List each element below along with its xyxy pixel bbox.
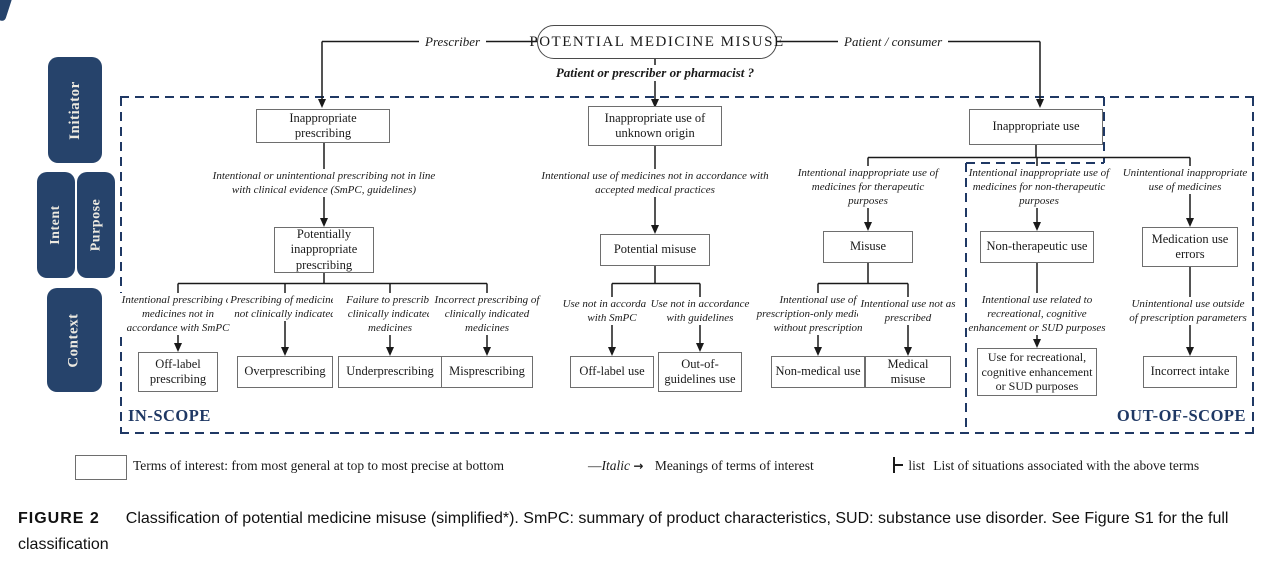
term-inappropriate-use: Inappropriate use [969,109,1103,145]
meaning-out-of-guidelines-use: Use not in accordance with guidelines [646,297,754,326]
meaning-off-label-prescribing: Intentional prescribing of medicines not… [118,293,238,336]
meaning-medical-misuse: Intentional use not as prescribed [858,297,958,326]
meaning-recreational-use: Intentional use related to recreational,… [968,293,1106,336]
sidebar-item-context: Context [47,288,102,392]
term-misprescribing: Misprescribing [441,356,533,388]
figure-caption-text: Classification of potential medicine mis… [18,510,1229,554]
in-scope-label: IN-SCOPE [128,406,211,425]
term-inappropriate-prescribing: Inappropriate prescribing [256,109,390,143]
figure-caption-tag: FIGURE 2 [18,510,100,527]
term-potentially-inappropriate-prescribing: Potentially inappropriate prescribing [274,227,374,273]
legend-italic-word: Italic [601,458,631,473]
term-incorrect-intake: Incorrect intake [1143,356,1237,388]
arrow-icon: → [633,459,644,473]
meaning-unknown-origin: Intentional use of medicines not in acco… [535,169,775,198]
legend-list-item: list List of situations associated with … [893,457,1199,474]
meaning-incorrect-intake: Unintentional use outside of prescriptio… [1126,297,1250,326]
root-node-label: POTENTIAL MEDICINE MISUSE [529,33,785,50]
term-underprescribing: Underprescribing [338,356,442,388]
list-tick-icon [893,457,903,473]
dash-icon: — [588,458,602,473]
out-of-scope-label: OUT-OF-SCOPE [1116,406,1246,425]
term-inappropriate-use-unknown-origin: Inappropriate use of unknown origin [588,106,722,146]
term-off-label-use: Off-label use [570,356,654,388]
term-misuse: Misuse [823,231,913,263]
meaning-therapeutic-purposes: Intentional inappropriate use of medicin… [793,166,943,209]
legend-term-box-sample [75,455,127,480]
term-medication-use-errors: Medication use errors [1142,227,1238,267]
sidebar-label: Context [65,312,82,368]
page-corner-artifact [0,0,13,22]
meaning-non-therapeutic-purposes: Intentional inappropriate use of medicin… [967,166,1111,209]
term-non-therapeutic-use: Non-therapeutic use [980,231,1094,263]
term-medical-misuse: Medical misuse [865,356,951,388]
branch-label-prescriber: Prescriber [419,34,487,50]
legend-list-label: List of situations associated with the a… [933,458,1200,473]
meaning-misprescribing: Incorrect prescribing of clinically indi… [429,293,545,336]
legend-term-box-label: Terms of interest: from most general at … [133,458,504,473]
term-potential-misuse: Potential misuse [600,234,710,266]
initiator-question: Patient or prescriber or pharmacist ? [525,65,785,81]
legend-list-word: list [908,458,925,473]
sidebar-label: Purpose [88,198,103,252]
meaning-inappropriate-prescribing: Intentional or unintentional prescribing… [204,169,444,198]
legend-italic-label: Meanings of terms of interest [654,458,814,473]
sidebar-item-purpose: Purpose [77,172,115,278]
sidebar-item-intent: Intent [37,172,75,278]
term-non-medical-use: Non-medical use [771,356,865,388]
branch-label-patient-consumer: Patient / consumer [838,34,949,50]
meaning-overprescribing: Prescribing of medicines not clinically … [228,293,342,322]
term-recreational-use: Use for recreational, cognitive enhancem… [977,348,1097,396]
term-off-label-prescribing: Off-label prescribing [138,352,218,392]
meaning-unintentional-use: Unintentional inappropriate use of medic… [1120,166,1250,195]
sidebar-item-initiator: Initiator [48,57,102,163]
legend-italic-item: —Italic → Meanings of terms of interest [588,458,814,474]
sidebar-label: Initiator [66,80,83,140]
sidebar-label: Intent [48,205,63,245]
term-overprescribing: Overprescribing [237,356,333,388]
root-node: POTENTIAL MEDICINE MISUSE [529,25,783,59]
term-out-of-guidelines-use: Out-of-guidelines use [658,352,742,392]
